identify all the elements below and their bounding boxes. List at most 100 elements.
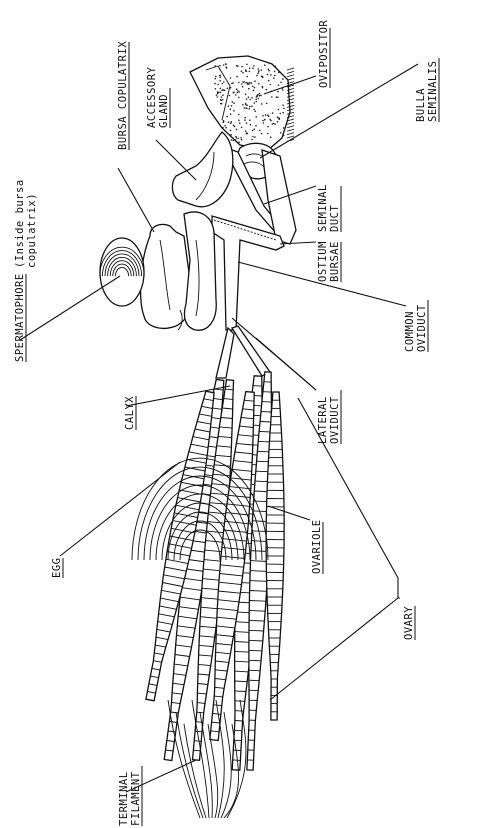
stipple-dot [253,109,255,111]
stipple-dot [225,127,227,129]
stipple-dot [256,75,258,77]
stipple-dot [230,122,232,124]
stipple-dot [240,137,242,139]
stipple-dot [283,108,285,110]
stipple-dot [261,76,263,78]
stipple-dot [257,73,259,75]
stipple-dot [283,135,285,137]
stipple-dot [233,91,235,93]
stipple-dot [251,105,253,107]
oviduct-tube-shape [212,216,284,330]
svg-text:BURSA COPULATRIX: BURSA COPULATRIX [117,41,129,150]
stipple-dot [249,119,251,121]
egg-segment [249,680,259,681]
stipple-dot [235,94,237,96]
stipple-dot [259,95,261,97]
stipple-dot [254,110,256,112]
stipple-dot [231,121,233,123]
stipple-dot [215,78,217,80]
svg-text:(Inside bursa: (Inside bursa [14,179,26,268]
stipple-dot [245,130,247,132]
stipple-dot [255,99,257,101]
label-common-oviduct: COMMON OVIDUCT [404,300,428,352]
stipple-dot [272,123,274,125]
stipple-dot [223,81,225,83]
stipple-dot [253,128,255,130]
stipple-dot [215,76,217,78]
stipple-dot [253,90,255,92]
svg-text:EGG: EGG [51,558,63,578]
stipple-dot [266,103,268,105]
stipple-dot [241,83,243,85]
stipple-dot [245,93,247,95]
stipple-dot [248,88,250,90]
leader-egg [60,462,180,556]
stipple-dot [223,120,225,122]
stipple-dot [220,99,222,101]
stipple-dot [254,102,256,104]
stipple-dot [259,130,261,132]
stipple-dot [262,115,264,117]
label-calyx: CALYX [124,396,136,430]
stipple-dot [267,133,269,135]
stipple-dot [278,84,280,86]
stipple-dot [280,113,282,115]
ovipositor-shape [190,56,294,150]
egg-segment [262,402,272,403]
stipple-dot [214,65,216,67]
stipple-dot [255,125,257,127]
svg-text:OSTIUM: OSTIUM [317,241,329,282]
stipple-dot [238,138,240,140]
stipple-dot [246,133,248,135]
stipple-dot [255,101,257,103]
stipple-dot [222,94,224,96]
stipple-dot [237,90,239,92]
stipple-dot [262,77,264,79]
stipple-dot [230,130,232,132]
stipple-dot [222,83,224,85]
stipple-dot [223,89,225,91]
stipple-dot [236,88,238,90]
spermatophore-shape [100,238,144,306]
stipple-dot [232,101,234,103]
svg-text:SEMINALIS: SEMINALIS [427,61,439,122]
stipple-dot [245,82,247,84]
stipple-dot [228,105,230,107]
stipple-dot [248,96,250,98]
stipple-dot [278,109,280,111]
stipple-dot [277,91,279,93]
stipple-dot [271,96,273,98]
seta [287,71,294,73]
seta [287,122,294,124]
stipple-dot [278,119,280,121]
stipple-dot [277,121,279,123]
stipple-dot [230,77,232,79]
svg-text:SEMINAL: SEMINAL [317,184,329,232]
stipple-dot [233,102,235,104]
label-ovariole: OVARIOLE [311,519,323,574]
svg-text:OVARY: OVARY [403,606,415,640]
stipple-dot [252,67,254,69]
label-ovary: OVARY [403,606,415,640]
seta [287,75,294,77]
terminal-filament-strand [221,712,231,818]
egg-segment [249,670,260,671]
stipple-dot [237,92,239,94]
stipple-dot [217,84,219,86]
stipple-dot [274,71,276,73]
stipple-dot [216,94,218,96]
stipple-dot [244,119,246,121]
stipple-dot [223,64,225,66]
stipple-dot [251,139,253,141]
stipple-dot [278,72,280,74]
stipple-dot [231,139,233,141]
stipple-dot [261,103,263,105]
svg-text:OVARIOLE: OVARIOLE [311,519,323,574]
stipple-dot [248,83,250,85]
stipple-dot [219,80,221,82]
stipple-dot [257,94,259,96]
svg-text:BULLA: BULLA [415,88,427,122]
stipple-dot [262,87,264,89]
stipple-dot [252,86,254,88]
